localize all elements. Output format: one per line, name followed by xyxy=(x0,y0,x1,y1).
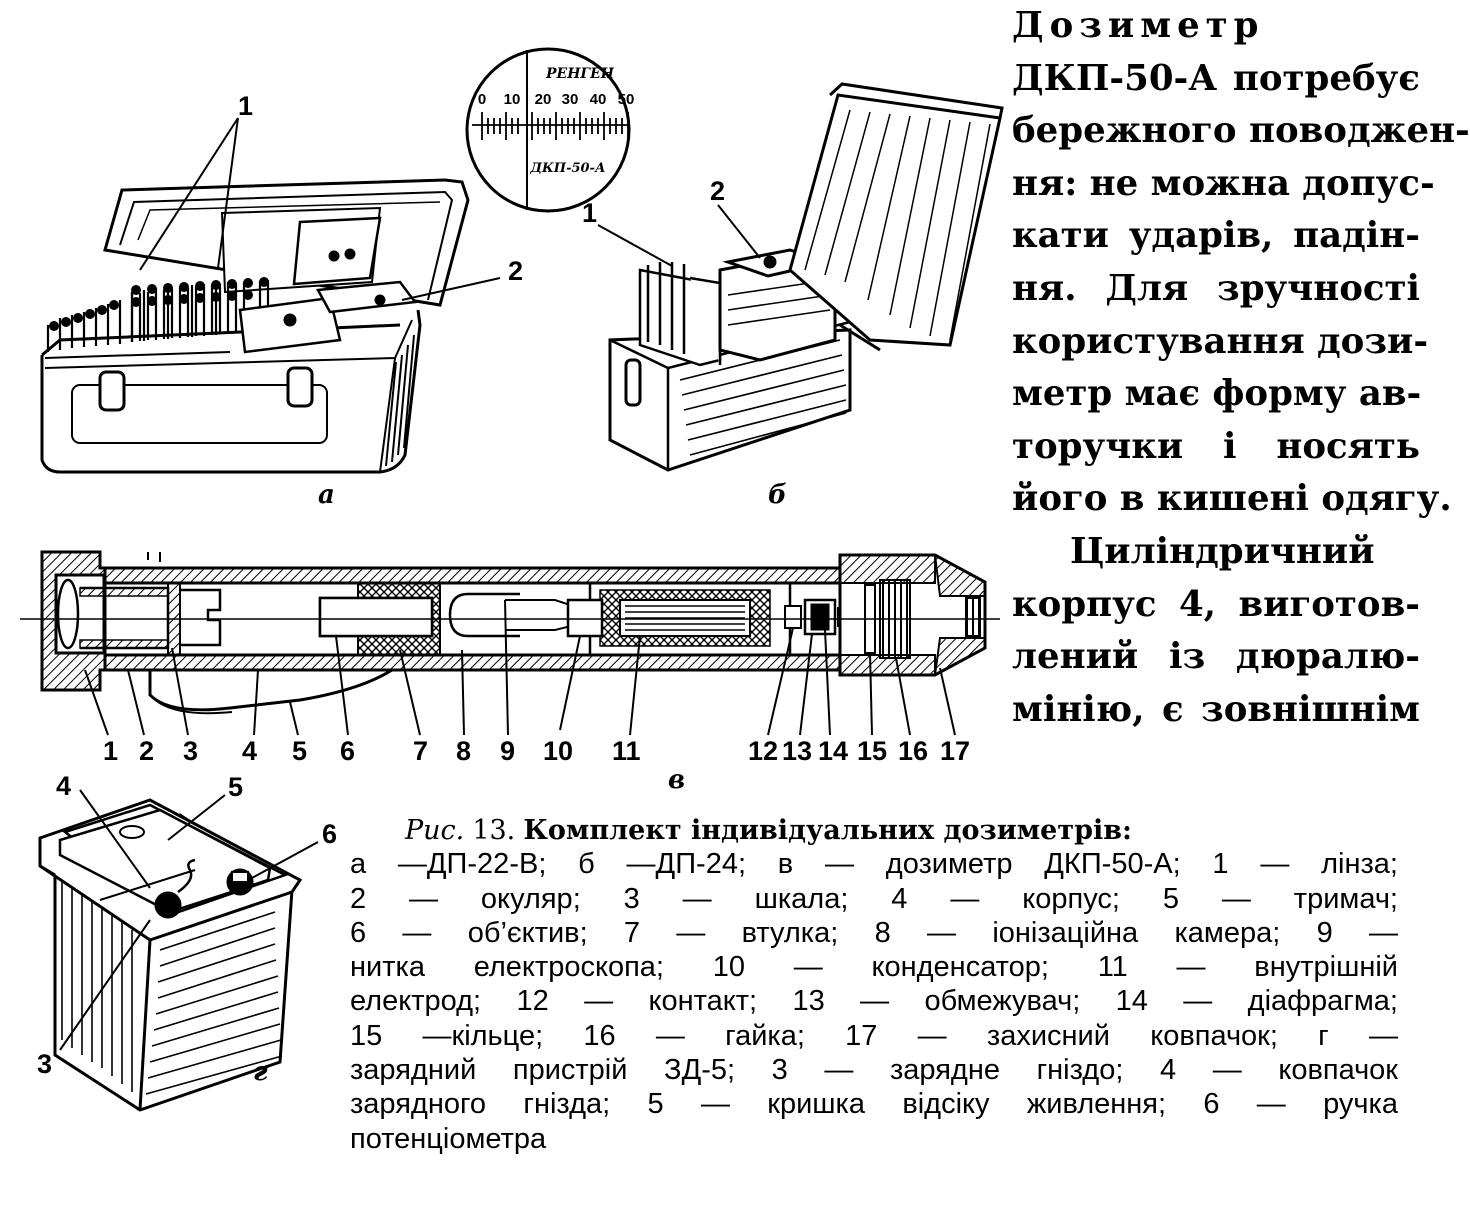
caption-title: Комплект індивідуальних дозиметрів: xyxy=(523,815,1132,846)
caption-title-line: Рис. 13. Комплект індивідуальних дозимет… xyxy=(350,813,1398,847)
body-line: корпус 4, виготов- xyxy=(1012,583,1420,625)
caption-line: електрод; 12 — контакт; 13 — обмежувач; … xyxy=(350,985,1398,1018)
caption-line: 15 —кільце; 16 — гайка; 17 — захисний ко… xyxy=(350,1019,1398,1052)
body-line: Циліндричний xyxy=(1070,530,1375,572)
body-line: ДКП-50-А потребує xyxy=(1012,57,1420,99)
caption-line: нитка електроскопа; 10 — конденсатор; 11… xyxy=(350,951,1398,984)
fig-v-label-14: 14 xyxy=(818,736,848,766)
fig-g-label-4: 4 xyxy=(56,771,71,801)
body-line: кати ударів, падін- xyxy=(1012,215,1420,257)
caption-number: 13. xyxy=(472,815,516,846)
fig-v-label-3: 3 xyxy=(183,736,198,766)
fig-v-label-7: 7 xyxy=(413,736,428,766)
figure-a-letter: а xyxy=(318,480,335,510)
body-line: ня: не можна допус- xyxy=(1012,162,1435,204)
fig-v-label-8: 8 xyxy=(456,736,471,766)
figure-caption: Рис. 13. Комплект індивідуальних дозимет… xyxy=(350,813,1398,1156)
fig-g-label-3: 3 xyxy=(37,1049,52,1079)
fig-v-label-16: 16 xyxy=(898,736,928,766)
fig-v-label-1: 1 xyxy=(103,736,118,766)
figure-b-scale-text: РЕНГЕН 0 10 20 30 40 50 ДКП-50-А xyxy=(478,66,635,176)
caption-line: 2 — окуляр; 3 — шкала; 4 — корпус; 5 — т… xyxy=(350,882,1398,915)
caption-line: а —ДП-22-В; б —ДП-24; в — дозиметр ДКП-5… xyxy=(350,848,1398,881)
fig-v-label-13: 13 xyxy=(782,736,812,766)
fig-v-label-5: 5 xyxy=(292,736,307,766)
body-line: лений із дюралю- xyxy=(1012,636,1420,678)
fig-b-label-2: 2 xyxy=(710,176,725,206)
scale-model: ДКП-50-А xyxy=(529,161,605,176)
body-line: мінію, є зовнішнім xyxy=(1012,688,1420,730)
fig-g-label-5: 5 xyxy=(228,772,243,802)
caption-line: зарядний пристрій ЗД-5; 3 — зарядне гніз… xyxy=(350,1054,1398,1087)
fig-v-label-9: 9 xyxy=(500,736,515,766)
scale-tick-50: 50 xyxy=(618,91,635,108)
body-line: Дозиметр xyxy=(1012,5,1265,46)
caption-line: потенціометра xyxy=(350,1122,547,1155)
figure-g-labels: 4 5 6 3 xyxy=(37,771,337,1079)
body-line: ня. Для зручності xyxy=(1012,267,1420,309)
body-line: користування дози- xyxy=(1012,320,1429,362)
fig-v-label-6: 6 xyxy=(340,736,355,766)
fig-v-label-2: 2 xyxy=(139,736,154,766)
scale-tick-40: 40 xyxy=(590,91,607,108)
scale-tick-20: 20 xyxy=(535,91,552,108)
caption-line: зарядного гнізда; 5 — кришка відсіку жив… xyxy=(350,1088,1398,1121)
body-line: його в кишені одягу. xyxy=(1012,478,1452,520)
figure-b-dp24 xyxy=(465,47,1004,472)
caption-line: 6 — об’єктив; 7 — втулка; 8 — іонізаційн… xyxy=(350,916,1398,949)
fig-a-label-2: 2 xyxy=(508,256,523,286)
scale-tick-30: 30 xyxy=(562,91,579,108)
figure-v-labels: 1 2 3 4 5 6 7 8 9 10 11 12 13 14 15 16 1… xyxy=(103,736,970,766)
figure-b-letter: б xyxy=(768,480,787,510)
figure-b-labels: 1 2 xyxy=(582,176,725,228)
body-line: бережного поводжен- xyxy=(1012,110,1470,152)
scale-title: РЕНГЕН xyxy=(545,66,615,82)
figure-v-letter: в xyxy=(668,765,685,795)
fig-a-label-1: 1 xyxy=(238,91,253,121)
figure-v-dkp50a-section xyxy=(20,550,1000,736)
body-line: торучки і носять xyxy=(1012,425,1420,467)
fig-b-label-1: 1 xyxy=(582,198,597,228)
fig-v-label-17: 17 xyxy=(940,736,970,766)
fig-v-label-12: 12 xyxy=(748,736,778,766)
fig-v-label-10: 10 xyxy=(543,736,573,766)
fig-v-label-4: 4 xyxy=(242,736,257,766)
fig-v-label-11: 11 xyxy=(612,736,641,766)
scale-tick-10: 10 xyxy=(504,91,521,108)
scale-tick-0: 0 xyxy=(478,91,486,108)
figure-a-dp22v-case xyxy=(40,117,501,474)
body-text-column: Дозиметр ДКП-50-А потребує бережного пов… xyxy=(1012,0,1470,736)
caption-prefix: Рис. xyxy=(405,815,465,846)
body-line: метр має форму ав- xyxy=(1012,373,1422,415)
figure-a-labels: 1 2 xyxy=(238,91,523,286)
figure-g-letter: г xyxy=(253,1057,268,1087)
figure-g-zd5-charger xyxy=(38,789,319,1112)
fig-v-label-15: 15 xyxy=(857,736,887,766)
fig-g-label-6: 6 xyxy=(322,819,337,849)
